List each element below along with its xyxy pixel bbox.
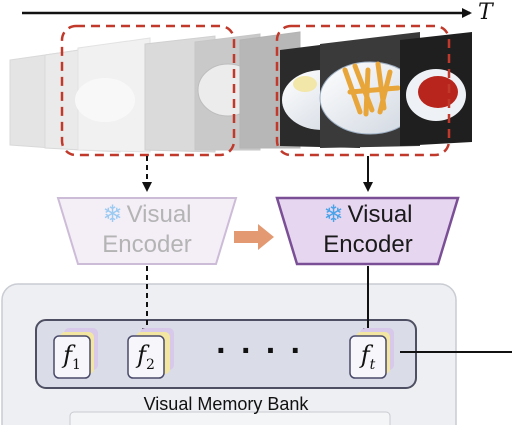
encoder-transition-arrow (234, 224, 274, 250)
encoder-past-label: ❄Visual Encoder (67, 200, 227, 260)
feature-stack-t (349, 328, 394, 379)
video-frames-faded (9, 31, 301, 153)
video-frames-active (280, 32, 472, 148)
encoder-past-line1: Visual (126, 201, 192, 228)
encoder-past-line2: Encoder (102, 231, 192, 258)
snowflake-icon: ❄ (323, 201, 344, 228)
memory-bank-label: Visual Memory Bank (143, 394, 309, 414)
feature-stack-2 (127, 328, 174, 379)
encoder-current-line1: Visual (347, 201, 413, 228)
encoder-current-line2: Encoder (323, 231, 413, 258)
encoder-current-shape (275, 196, 460, 266)
feature-stack-1 (53, 328, 98, 379)
snowflake-icon: ❄ (102, 201, 123, 228)
memory-bank-lower-box (69, 411, 391, 425)
time-axis-label: T (478, 0, 493, 25)
encoder-current-label: ❄Visual Encoder (288, 200, 448, 260)
feature-ellipsis: · · · · (216, 332, 304, 370)
selection-box-past (60, 24, 236, 157)
feature-ft: ft (360, 341, 376, 373)
feature-f1: f1 (63, 341, 81, 373)
selection-box-current (275, 24, 451, 157)
feature-f2: f2 (137, 341, 155, 373)
encoder-past-shape (56, 197, 238, 265)
